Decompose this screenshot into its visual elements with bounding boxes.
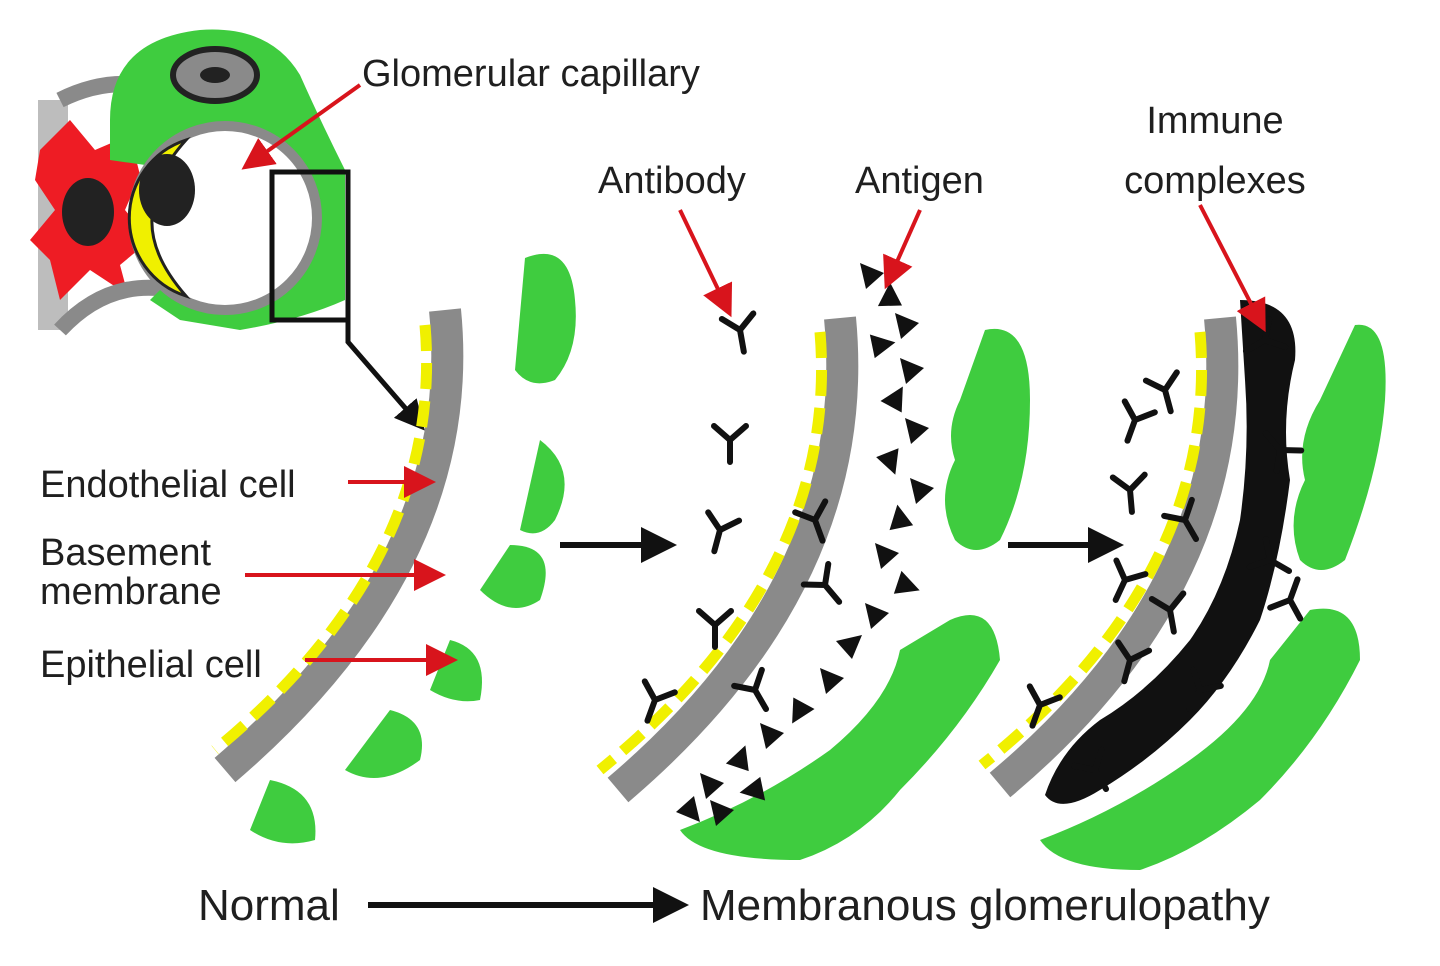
basement-membrane-complexes: [989, 316, 1239, 798]
immune-complex-deposits: [1045, 300, 1313, 804]
label-membranous-glomerulopathy: Membranous glomerulopathy: [700, 881, 1270, 930]
pointer-antibody: [678, 209, 733, 318]
pointer-glomerular-capillary: [241, 83, 362, 170]
label-basement-line2: membrane: [40, 571, 222, 613]
label-immune-line2: complexes: [1124, 160, 1306, 202]
label-glomerular-capillary: Glomerular capillary: [362, 53, 700, 95]
label-immune-line1: Immune: [1146, 100, 1283, 142]
capillary-inset: [30, 29, 425, 431]
label-basement-line1: Basement: [40, 532, 212, 574]
label-epithelial-cell: Epithelial cell: [40, 644, 262, 686]
panel-immune-complexes: [978, 300, 1386, 870]
pointer-antigen: [883, 209, 922, 290]
panel-antigen-deposit: [596, 263, 1030, 860]
label-endothelial-cell: Endothelial cell: [40, 464, 296, 506]
zoom-box: [269, 169, 351, 323]
pointer-immune-complexes: [1198, 204, 1266, 333]
basement-membrane-normal: [214, 308, 464, 783]
endothelium-normal: [211, 324, 433, 755]
label-normal: Normal: [198, 881, 340, 930]
label-antibody: Antibody: [598, 160, 746, 202]
panel-normal: [211, 253, 576, 844]
label-antigen: Antigen: [855, 160, 984, 202]
basement-membrane-antigen: [607, 316, 859, 803]
